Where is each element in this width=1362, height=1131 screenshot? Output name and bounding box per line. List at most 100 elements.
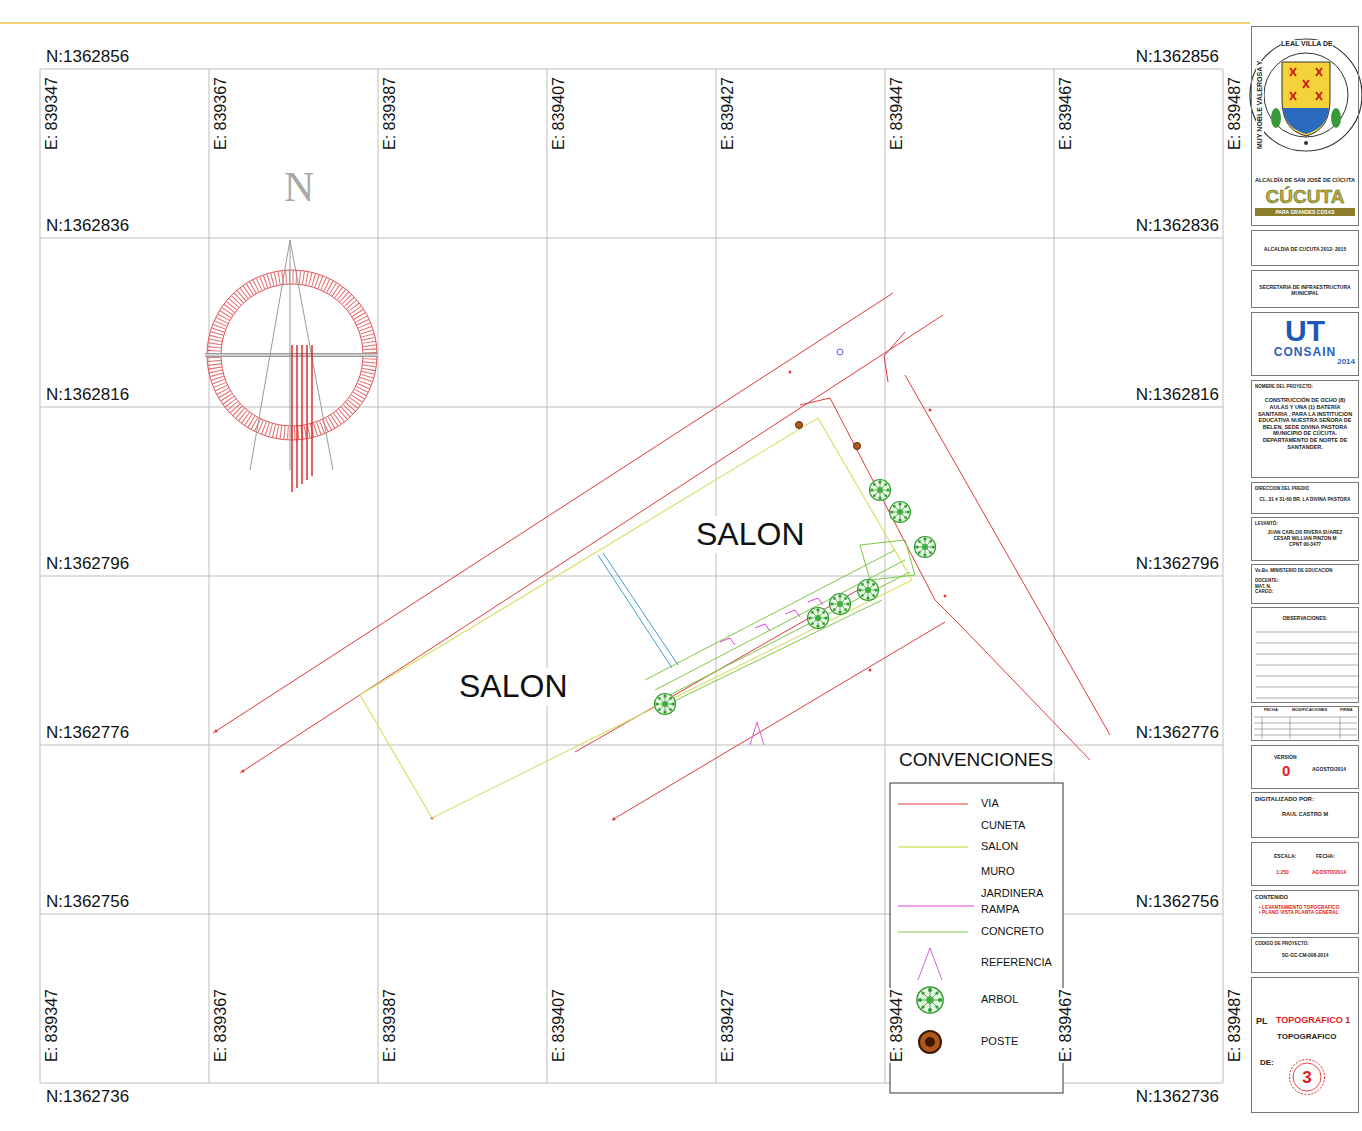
easting-label: E: 839347 (43, 988, 61, 1063)
panel-text: TOPOGRAFICO 1 (1276, 1015, 1350, 1026)
legend-text: REFERENCIA (981, 956, 1052, 968)
panel-text: RAUL CASTRO M (1255, 811, 1355, 818)
easting-label: E: 839487 (1226, 76, 1244, 151)
ring (1293, 1063, 1321, 1091)
north-arrow (205, 240, 378, 492)
northing-label: N:1362836 (1135, 216, 1220, 236)
easting-label: E: 839487 (1226, 988, 1244, 1063)
panel-text: CODIGO DE PROYECTO: (1255, 941, 1355, 946)
legend-entry: MURO (980, 865, 1016, 878)
panel-text: LEVANTÓ: (1255, 521, 1355, 526)
road-lines (213, 293, 1110, 820)
legend-text: CUNETA (981, 819, 1025, 831)
panel-text: DE: (1260, 1058, 1274, 1068)
northing-label: N:1362776 (45, 723, 130, 743)
northing-label: N:1362856 (45, 47, 130, 67)
panel-text: UT (1255, 316, 1355, 346)
panel-text: PL (1256, 1016, 1268, 1027)
easting-label: E: 839427 (719, 988, 737, 1063)
version-panel: VERSION0AGOSTO/2014 (1251, 745, 1359, 789)
panel-text: 2014 (1255, 358, 1355, 366)
northing-label: N:1362816 (45, 385, 130, 405)
surveyor-panel: LEVANTÓ: JUAN CARLOS RIVERA SUAREZCESAR W… (1251, 517, 1359, 561)
room-label: SALON (695, 516, 805, 553)
easting-label: E: 839407 (550, 76, 568, 151)
panel-text: CL. 31 # 31-60 BR. LA DIVINA PASTORA (1255, 497, 1355, 503)
northing-label: N:1362736 (1135, 1087, 1220, 1107)
panel-text: TOPOGRAFICO (1277, 1032, 1336, 1042)
legend-entry: ARBOL (980, 993, 1019, 1006)
logo-panel: LEAL VILLA DE MUY NOBLE VALEROSA Y ALCALDÍ… (1251, 26, 1359, 226)
panel-text: CARGO: (1255, 589, 1355, 594)
crest-motto: MUY NOBLE VALEROSA Y (1256, 61, 1264, 149)
northing-label: N:1362736 (45, 1087, 130, 1107)
northing-label: N:1362836 (45, 216, 130, 236)
panel-text: FECHA: (1316, 853, 1335, 859)
panel-text: JUAN CARLOS RIVERA SUAREZ (1255, 530, 1355, 536)
panel-text: CESAR WILLIAN PINZON M (1255, 536, 1355, 542)
legend-title: CONVENCIONES (898, 749, 1054, 771)
panel-text: VERSION (1274, 754, 1297, 760)
address-panel: DIRECCION DEL PREDIO CL. 31 # 31-60 BR. L… (1251, 482, 1359, 514)
easting-label: E: 839407 (550, 988, 568, 1063)
panel-text: 1:250 (1276, 869, 1289, 875)
drafter-panel: DIGITALIZADO POR: RAUL CASTRO M (1251, 792, 1359, 838)
revision-grid (1254, 717, 1357, 739)
legend-entry: CONCRETO (980, 925, 1045, 938)
panel-text: CONSTRUCCIÓN DE OCHO (8) AULAS Y UNA (1)… (1255, 397, 1355, 450)
revision-table: FECHA MODIFICACIONES FIRMA (1251, 706, 1359, 741)
legend-text: MURO (981, 865, 1015, 877)
panel-text: MODIFICACIONES (1292, 708, 1327, 713)
crest-motto: LEAL VILLA DE (1281, 40, 1333, 48)
legend-text: SALON (981, 840, 1018, 852)
panel-text: DIRECCION DEL PREDIO (1255, 486, 1355, 491)
easting-label: E: 839387 (381, 76, 399, 151)
office-panel: ALCALDIA DE CUCUTA 2012- 2015 (1251, 230, 1359, 266)
code-panel: CODIGO DE PROYECTO: SG-GC-CM-008-2014 (1251, 937, 1359, 973)
easting-label: E: 839467 (1057, 988, 1075, 1063)
northing-label: N:1362776 (1135, 723, 1220, 743)
room-outline (360, 418, 912, 818)
panel-text: ALCALDIA DE CUCUTA 2012- 2015 (1255, 246, 1355, 252)
easting-label: E: 839387 (381, 988, 399, 1063)
panel-text: FECHA (1264, 708, 1278, 713)
legend-text: RAMPA (981, 903, 1019, 915)
panel-text: SECRETARIA DE INFRAESTRUCTURA MUNICIPAL (1255, 284, 1355, 296)
office-name: ALCALDÍA DE SAN JOSÉ DE CÚCUTA (1255, 177, 1355, 184)
survey-point (837, 349, 843, 355)
legend-text: JARDINERA (981, 887, 1043, 899)
northing-label: N:1362816 (1135, 385, 1220, 405)
panel-text: FIRMA (1340, 708, 1353, 713)
legend-entry: CUNETA (980, 819, 1026, 832)
sheet-frame (0, 22, 1250, 24)
legend-entry: RAMPA (980, 903, 1020, 916)
municipal-crest (1250, 39, 1362, 151)
northing-label: N:1362856 (1135, 47, 1220, 67)
sheet-number: 3 (1288, 1058, 1326, 1096)
panel-text: AGOSTO/2014 (1312, 869, 1346, 875)
panel-text: DOCENTE: (1255, 578, 1355, 583)
legend-entry: JARDINERA (980, 887, 1044, 900)
room-label: SALON (458, 668, 568, 705)
legend-box (890, 783, 1063, 1093)
northing-label: N:1362756 (1135, 892, 1220, 912)
easting-label: E: 839427 (719, 76, 737, 151)
legend-entry: VIA (980, 797, 1000, 810)
ring (1290, 1060, 1325, 1095)
easting-label: E: 839367 (212, 76, 230, 151)
easting-label: E: 839447 (888, 988, 906, 1063)
panel-text: CPNT 00-3477 (1255, 542, 1355, 548)
legend-text: CONCRETO (981, 925, 1044, 937)
panel-text: SG-GC-CM-008-2014 (1255, 953, 1355, 959)
north-letter: N (283, 163, 315, 211)
panel-text: 0 (1282, 762, 1290, 780)
approval-panel: Vo.Bo. MINISTERIO DE EDUCACIONDOCENTE:MA… (1251, 564, 1359, 604)
panel-text: CONSAIN (1255, 346, 1355, 358)
wall-lines (598, 553, 678, 668)
reference-mark (750, 722, 764, 745)
panel-text: DIGITALIZADO POR: (1255, 796, 1355, 803)
panel-text: • LEVANTAMIENTO TOPOGRAFICO (1255, 905, 1355, 911)
northing-label: N:1362796 (1135, 554, 1220, 574)
panel-text: 3 (1302, 1069, 1311, 1086)
